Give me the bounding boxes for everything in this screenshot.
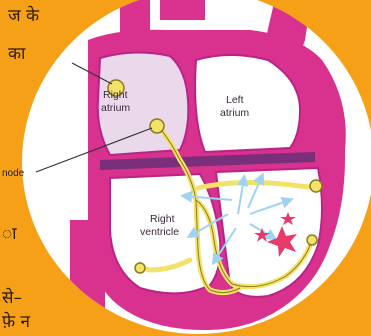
label-left-atrium-line2: atrium	[220, 107, 249, 119]
label-right-ventricle-line2: ventricle	[140, 226, 179, 238]
vessel-top	[160, 0, 205, 20]
vessel-lower-left	[70, 220, 105, 336]
label-right-atrium-line2: atrium	[101, 102, 130, 114]
label-right-atrium-line1: Right	[103, 89, 128, 101]
pathway-end-node-left	[307, 235, 317, 245]
pathway-end-node	[310, 180, 322, 192]
av-node	[150, 119, 164, 133]
label-left-atrium-line1: Left	[226, 94, 244, 106]
pathway-end-node-right	[135, 263, 145, 273]
label-right-ventricle-line1: Right	[150, 213, 175, 225]
label-node: node	[2, 168, 25, 179]
